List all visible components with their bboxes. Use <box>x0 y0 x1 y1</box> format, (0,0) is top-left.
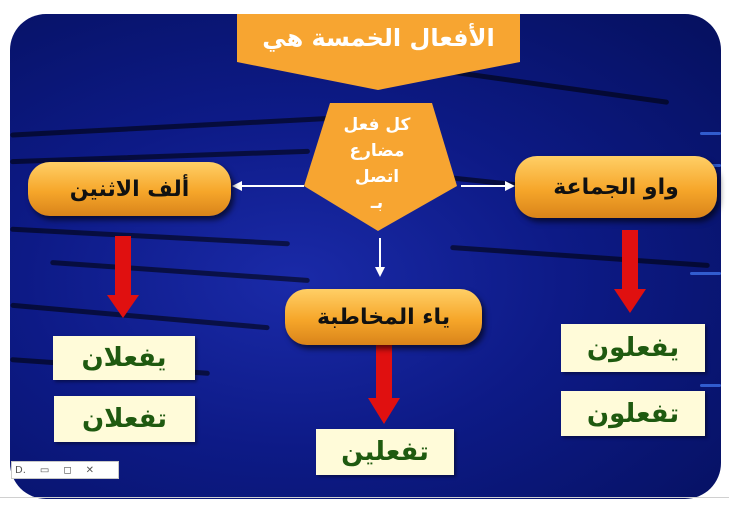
window-control-bar: D. ▭ ◻ ✕ <box>11 461 119 479</box>
center-shape-text: كل فعل مضارع اتصل بـ <box>322 112 432 216</box>
connector-left-head <box>232 181 242 191</box>
red-arrow-middle <box>368 343 400 424</box>
bottom-divider <box>0 497 729 498</box>
connector-right-head <box>505 181 515 191</box>
branch-middle-yaa-mukhataba: ياء المخاطبة <box>285 289 482 345</box>
close-icon[interactable]: ✕ <box>85 464 95 476</box>
verb-box-left-1: يفعلان <box>53 336 195 380</box>
branch-right-waw-jamaa: واو الجماعة <box>515 156 717 218</box>
background-streak <box>700 384 721 387</box>
center-line: مضارع <box>349 141 405 161</box>
center-line: بـ <box>370 193 384 213</box>
verb-box-right-1: يفعلون <box>561 324 705 372</box>
red-arrow-right <box>614 230 646 313</box>
center-line: اتصل <box>354 167 400 187</box>
center-pentagon <box>304 103 457 231</box>
app-label: D. <box>15 464 26 476</box>
background-streak <box>700 132 721 135</box>
red-arrow-left <box>107 236 139 318</box>
branch-left-alef-ithnayn: ألف الاثنين <box>28 162 231 216</box>
verb-box-left-2: تفعلان <box>54 396 195 442</box>
minimize-icon[interactable]: ▭ <box>39 464 50 476</box>
title-arrow-head <box>237 62 520 90</box>
background-streak <box>690 272 721 275</box>
center-line: كل فعل <box>343 115 411 135</box>
verb-box-right-2: تفعلون <box>561 391 705 436</box>
restore-icon[interactable]: ◻ <box>63 464 72 476</box>
verb-box-middle: تفعلين <box>316 429 454 475</box>
connector-down-head <box>375 267 385 277</box>
diagram-title: الأفعال الخمسة هي <box>237 14 520 62</box>
